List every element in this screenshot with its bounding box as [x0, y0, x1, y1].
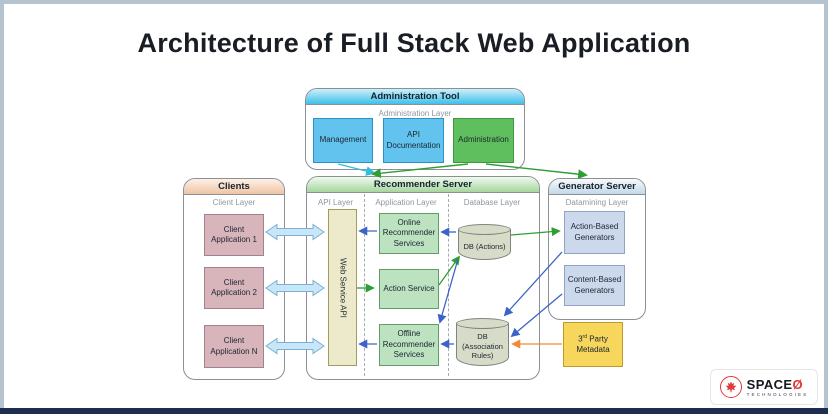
database-layer-label: Database Layer — [463, 198, 521, 207]
clients-panel: Clients Client Layer Client Application … — [183, 178, 285, 380]
db-actions-cylinder: DB (Actions) — [458, 224, 511, 260]
administration-tool-header: Administration Tool — [306, 89, 524, 105]
db-actions-cylinder-top — [458, 224, 511, 235]
api-documentation-box: API Documentation — [383, 118, 444, 163]
action-service-box: Action Service — [379, 269, 439, 309]
client-layer-label: Client Layer — [212, 198, 256, 207]
content-based-generators-box: Content-Based Generators — [564, 265, 625, 306]
online-recommender-services-box: Online Recommender Services — [379, 213, 439, 254]
recommender-server-header: Recommender Server — [307, 177, 539, 193]
logo-brand-o: Ø — [792, 376, 803, 392]
web-service-api-label: Web Service API — [338, 257, 348, 318]
logo-subtitle: TECHNOLOGIES — [746, 391, 809, 397]
api-application-divider — [364, 194, 365, 376]
action-based-generators-box: Action-Based Generators — [564, 211, 625, 254]
generator-server-panel: Generator Server Datamining Layer Action… — [548, 178, 646, 320]
clients-header: Clients — [184, 179, 284, 195]
maple-leaf-icon — [719, 376, 742, 398]
management-box: Management — [313, 118, 373, 163]
spaceo-logo: SPACEØ TECHNOLOGIES — [710, 369, 818, 405]
recommender-server-panel: Recommender Server API Layer Application… — [306, 176, 540, 380]
web-service-api-box: Web Service API — [328, 209, 357, 366]
generator-server-header: Generator Server — [549, 179, 645, 195]
client-application-n-box: Client Application N — [204, 325, 264, 368]
application-layer-label: Application Layer — [375, 198, 437, 207]
logo-text: SPACEØ TECHNOLOGIES — [747, 378, 809, 397]
api-layer-label: API Layer — [317, 198, 354, 207]
frame-border-right — [824, 0, 828, 414]
logo-brand: SPACE — [746, 376, 793, 392]
db-association-rules-label: DB (Association Rules) — [456, 323, 509, 366]
datamining-layer-label: Datamining Layer — [565, 198, 629, 207]
client-application-2-box: Client Application 2 — [204, 267, 264, 309]
application-database-divider — [448, 194, 449, 376]
administration-tool-panel: Administration Tool Administration Layer… — [305, 88, 525, 170]
page-title: Architecture of Full Stack Web Applicati… — [137, 28, 691, 58]
db-association-rules-cylinder-top — [456, 318, 509, 329]
client-application-1-box: Client Application 1 — [204, 214, 264, 256]
db-association-rules-cylinder: DB (Association Rules) — [456, 318, 509, 366]
offline-recommender-services-box: Offline Recommender Services — [379, 324, 439, 366]
administration-box: Administration — [453, 118, 514, 163]
administration-layer-label: Administration Layer — [378, 109, 452, 118]
bottom-bar — [0, 408, 828, 414]
frame-border-left — [0, 0, 4, 414]
frame-border-top — [0, 0, 828, 4]
